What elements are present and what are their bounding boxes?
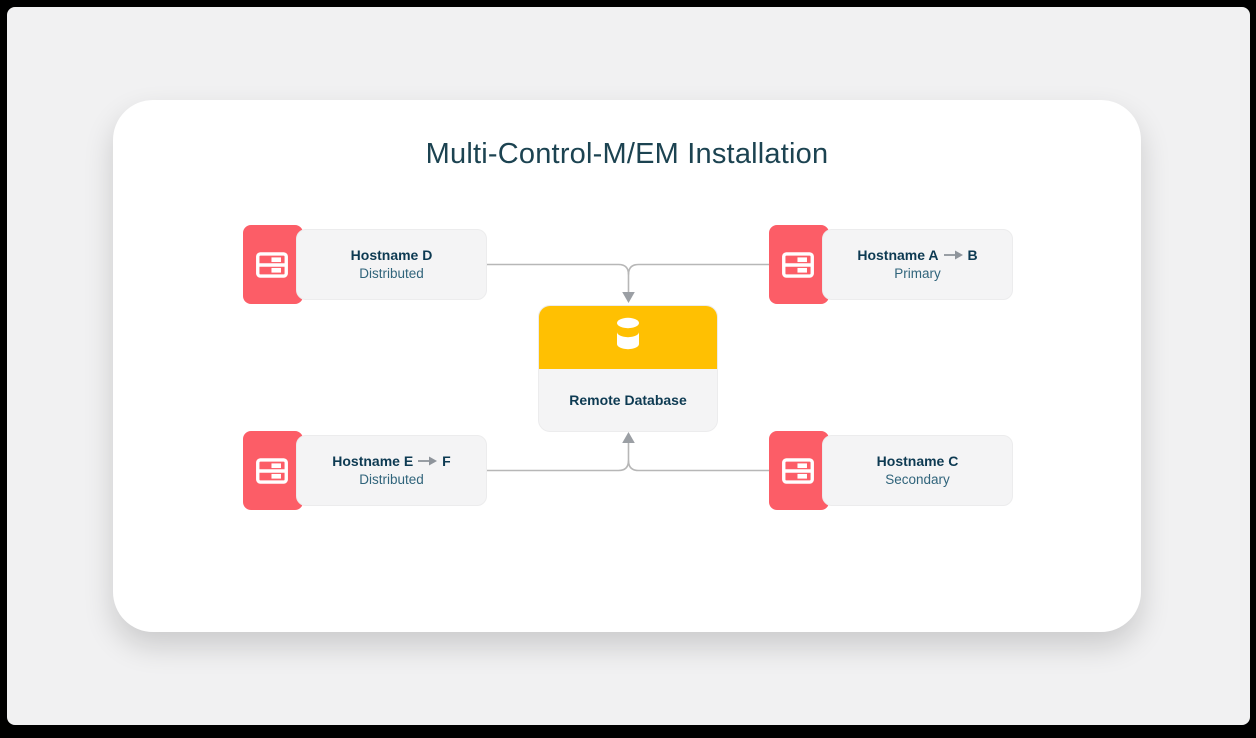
arrow-right-icon [943, 250, 963, 260]
host-name: Hostname D [351, 247, 433, 264]
connector-lines [487, 263, 769, 472]
host-role: Distributed [359, 265, 424, 281]
database-label: Remote Database [569, 392, 687, 408]
database-label-area: Remote Database [539, 369, 717, 431]
database-cylinder-icon [612, 315, 644, 360]
host-name: Hostname A B [857, 247, 977, 264]
host-name-failover-text: F [442, 453, 451, 469]
diagram-card: Multi-Control-M/EM Installation [113, 100, 1141, 632]
server-icon-badge [769, 225, 829, 304]
host-name-failover-text: B [967, 247, 978, 263]
host-role: Secondary [885, 471, 950, 487]
remote-database-node: Remote Database [538, 305, 718, 432]
arrow-up-icon [622, 432, 635, 443]
page-background: Multi-Control-M/EM Installation [7, 7, 1250, 725]
database-icon-badge [539, 306, 717, 369]
host-node-label-card: Hostname D Distributed [296, 229, 487, 300]
diagram-title: Multi-Control-M/EM Installation [425, 138, 829, 170]
host-node-label-card: Hostname A B Primary [822, 229, 1013, 300]
server-icon-badge [243, 225, 303, 304]
server-icon [243, 452, 291, 490]
host-node-a-b: Hostname A B Primary [769, 225, 1013, 304]
server-icon [769, 452, 817, 490]
host-node-label-card: Hostname C Secondary [822, 435, 1013, 506]
host-node-c: Hostname C Secondary [769, 431, 1013, 510]
host-name: Hostname C [877, 453, 959, 470]
host-node-label-card: Hostname E F Distributed [296, 435, 487, 506]
arrow-right-icon [418, 456, 438, 466]
server-icon-badge [769, 431, 829, 510]
host-role: Distributed [359, 471, 424, 487]
host-name-text: Hostname C [876, 453, 959, 469]
server-icon [243, 246, 291, 284]
host-role: Primary [894, 265, 941, 281]
host-name-text: Hostname A [857, 247, 939, 263]
host-name-text: Hostname E [332, 453, 414, 469]
server-icon-badge [243, 431, 303, 510]
host-name: Hostname E F [332, 453, 450, 470]
arrow-down-icon [622, 292, 635, 303]
host-node-e-f: Hostname E F Distributed [243, 431, 487, 510]
host-name-text: Hostname D [350, 247, 433, 263]
server-icon [769, 246, 817, 284]
host-node-d: Hostname D Distributed [243, 225, 487, 304]
